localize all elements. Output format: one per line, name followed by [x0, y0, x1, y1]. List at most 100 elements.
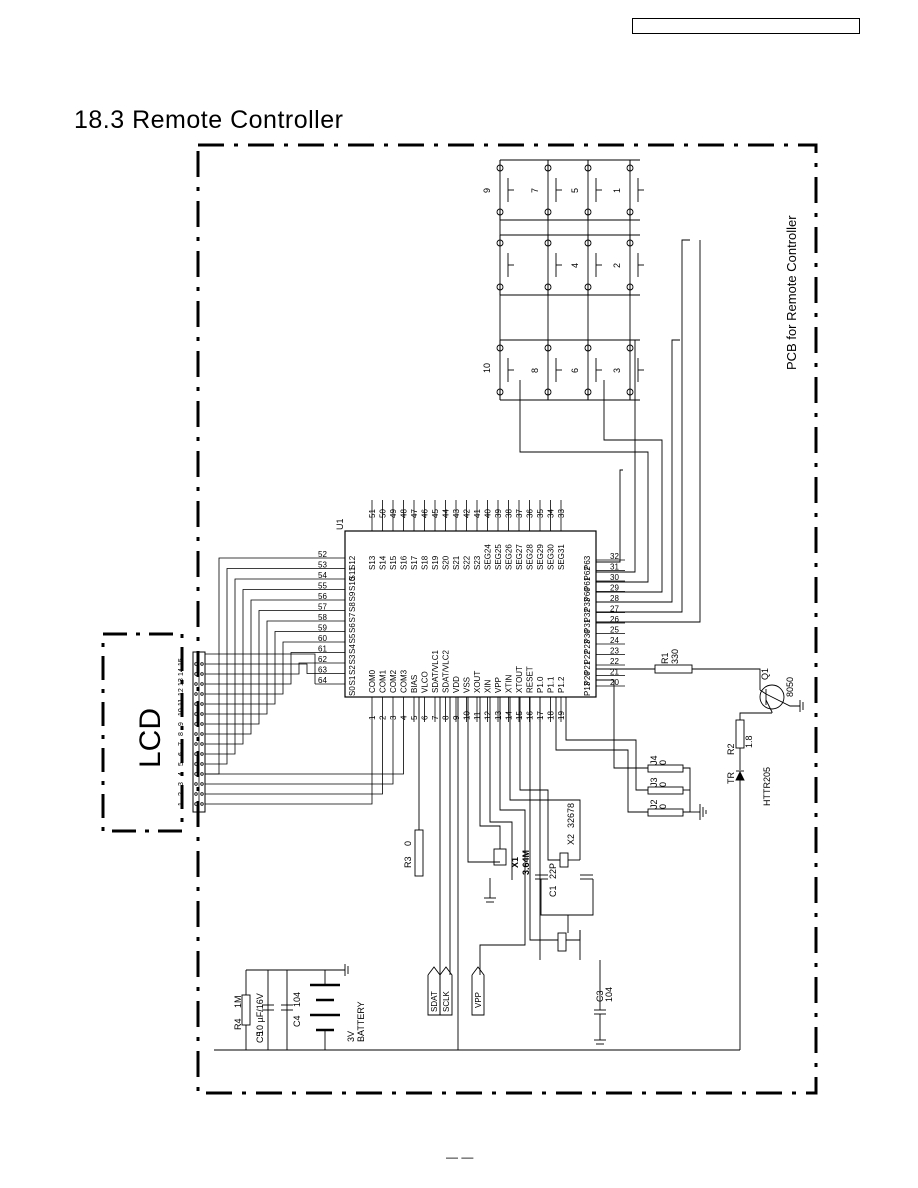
- pin-label: COM3: [400, 669, 409, 693]
- sdat-label: SDAT: [430, 991, 439, 1012]
- lcd-pin-dot: [200, 692, 204, 696]
- pin-label: S2: [348, 665, 357, 675]
- pin-number: 33: [557, 509, 566, 518]
- key-label: 1: [612, 188, 622, 193]
- pin-label: S19: [431, 555, 440, 570]
- key-label: 5: [570, 188, 580, 193]
- lcd-pin-number: 8: [178, 732, 185, 736]
- pin-number: 44: [442, 509, 451, 518]
- tr-part: HTTR205: [762, 767, 772, 806]
- pin-label: VSS: [463, 677, 472, 693]
- pin-number: 15: [515, 711, 524, 720]
- pin-label: VLCO: [421, 671, 430, 693]
- pin-label: SEG31: [557, 544, 566, 570]
- r1-value: 330: [670, 649, 680, 664]
- pin-number: 37: [515, 509, 524, 518]
- pin-number: 9: [452, 715, 461, 720]
- pin-label: S1: [348, 675, 357, 685]
- lcd-pin-dot: [200, 662, 204, 666]
- x2-value: 32678: [566, 803, 576, 828]
- lcd-wire: [205, 589, 315, 745]
- pin-label: P32: [583, 608, 592, 623]
- battery-label: BATTERY: [356, 1001, 366, 1042]
- key-label: 10: [482, 363, 492, 373]
- r2-value: 1.8: [744, 735, 754, 748]
- j2-label: J2: [649, 799, 659, 809]
- j4-value: 0: [658, 760, 668, 765]
- pin-number: 7: [431, 715, 440, 720]
- pin-label: SDAT/VLC1: [431, 649, 440, 693]
- key-label: 8: [530, 368, 540, 373]
- pin-number: 17: [536, 711, 545, 720]
- pin-label: P60: [583, 587, 592, 602]
- j4-label: J4: [649, 755, 659, 765]
- pin-label: P22: [583, 650, 592, 665]
- pin-label: P63: [583, 555, 592, 570]
- lcd-pin-number: 15: [178, 658, 185, 666]
- com-wire: [205, 722, 373, 805]
- lcd-pin-dot: [194, 772, 198, 776]
- pin-number: 64: [318, 676, 327, 685]
- pin-number: 23: [610, 647, 619, 656]
- pin-number: 38: [505, 509, 514, 518]
- pin-label: SEG26: [505, 544, 514, 570]
- pin-label: P30: [583, 629, 592, 644]
- lcd-pin-number: 4: [178, 772, 185, 776]
- pin-label: P1.0: [536, 676, 545, 693]
- lcd-pin-dot: [200, 752, 204, 756]
- pin-number: 8: [442, 715, 451, 720]
- pin-number: 35: [536, 509, 545, 518]
- lcd-pin-dot: [200, 672, 204, 676]
- pin-number: 50: [379, 509, 388, 518]
- pin-number: 55: [318, 582, 327, 591]
- pin-number: 52: [318, 550, 327, 559]
- lcd-wire: [205, 631, 315, 705]
- pin-number: 31: [610, 563, 619, 572]
- lcd-pin-dot: [194, 762, 198, 766]
- pin-label: P1.2: [557, 676, 566, 693]
- lcd-pin-number: 12: [178, 688, 185, 696]
- pin-number: 56: [318, 592, 327, 601]
- pin-label: S13: [368, 555, 377, 570]
- pin-number: 18: [547, 711, 556, 720]
- pin-number: 47: [410, 509, 419, 518]
- lcd-pin-number: 5: [178, 762, 185, 766]
- pin-number: 58: [318, 613, 327, 622]
- pin-number: 45: [431, 509, 440, 518]
- j3-value: 0: [658, 782, 668, 787]
- pin-number: 19: [557, 711, 566, 720]
- pin-number: 4: [400, 715, 409, 720]
- lcd-pin-number: 10: [178, 708, 185, 716]
- pin-label: SEG25: [494, 544, 503, 570]
- x2-label: X2: [566, 834, 576, 845]
- com-wire: [205, 722, 383, 795]
- lcd-pin-number: 3: [178, 782, 185, 786]
- lcd-wire: [205, 557, 315, 775]
- pin-label: S0: [348, 686, 357, 696]
- lcd-pin-dot: [194, 722, 198, 726]
- lcd-wire: [205, 599, 315, 735]
- pin-label: P21: [583, 660, 592, 675]
- lcd-wire: [205, 641, 315, 695]
- r4-label: R4: [233, 1018, 243, 1030]
- pin-number: 48: [400, 509, 409, 518]
- pin-label: XOUT: [473, 671, 482, 693]
- pcb-border: [196, 143, 818, 1095]
- lcd-pin-dot: [194, 732, 198, 736]
- r3-value: 0: [403, 841, 413, 846]
- r2-label: R2: [726, 743, 736, 755]
- lcd-pin-number: 11: [178, 699, 185, 706]
- pin-label: COM1: [379, 669, 388, 693]
- pin-number: 30: [610, 573, 619, 582]
- lcd-pin-dot: [200, 802, 204, 806]
- lcd-pin-dot: [194, 672, 198, 676]
- pin-label: XIN: [484, 679, 493, 693]
- pin-label: S16: [400, 555, 409, 570]
- pin-number: 20: [610, 678, 619, 687]
- com-wire: [205, 722, 394, 785]
- pin-label: SEG30: [547, 544, 556, 570]
- c3-label: C3: [595, 990, 605, 1002]
- pin-number: 39: [494, 509, 503, 518]
- lcd-pin-dot: [194, 742, 198, 746]
